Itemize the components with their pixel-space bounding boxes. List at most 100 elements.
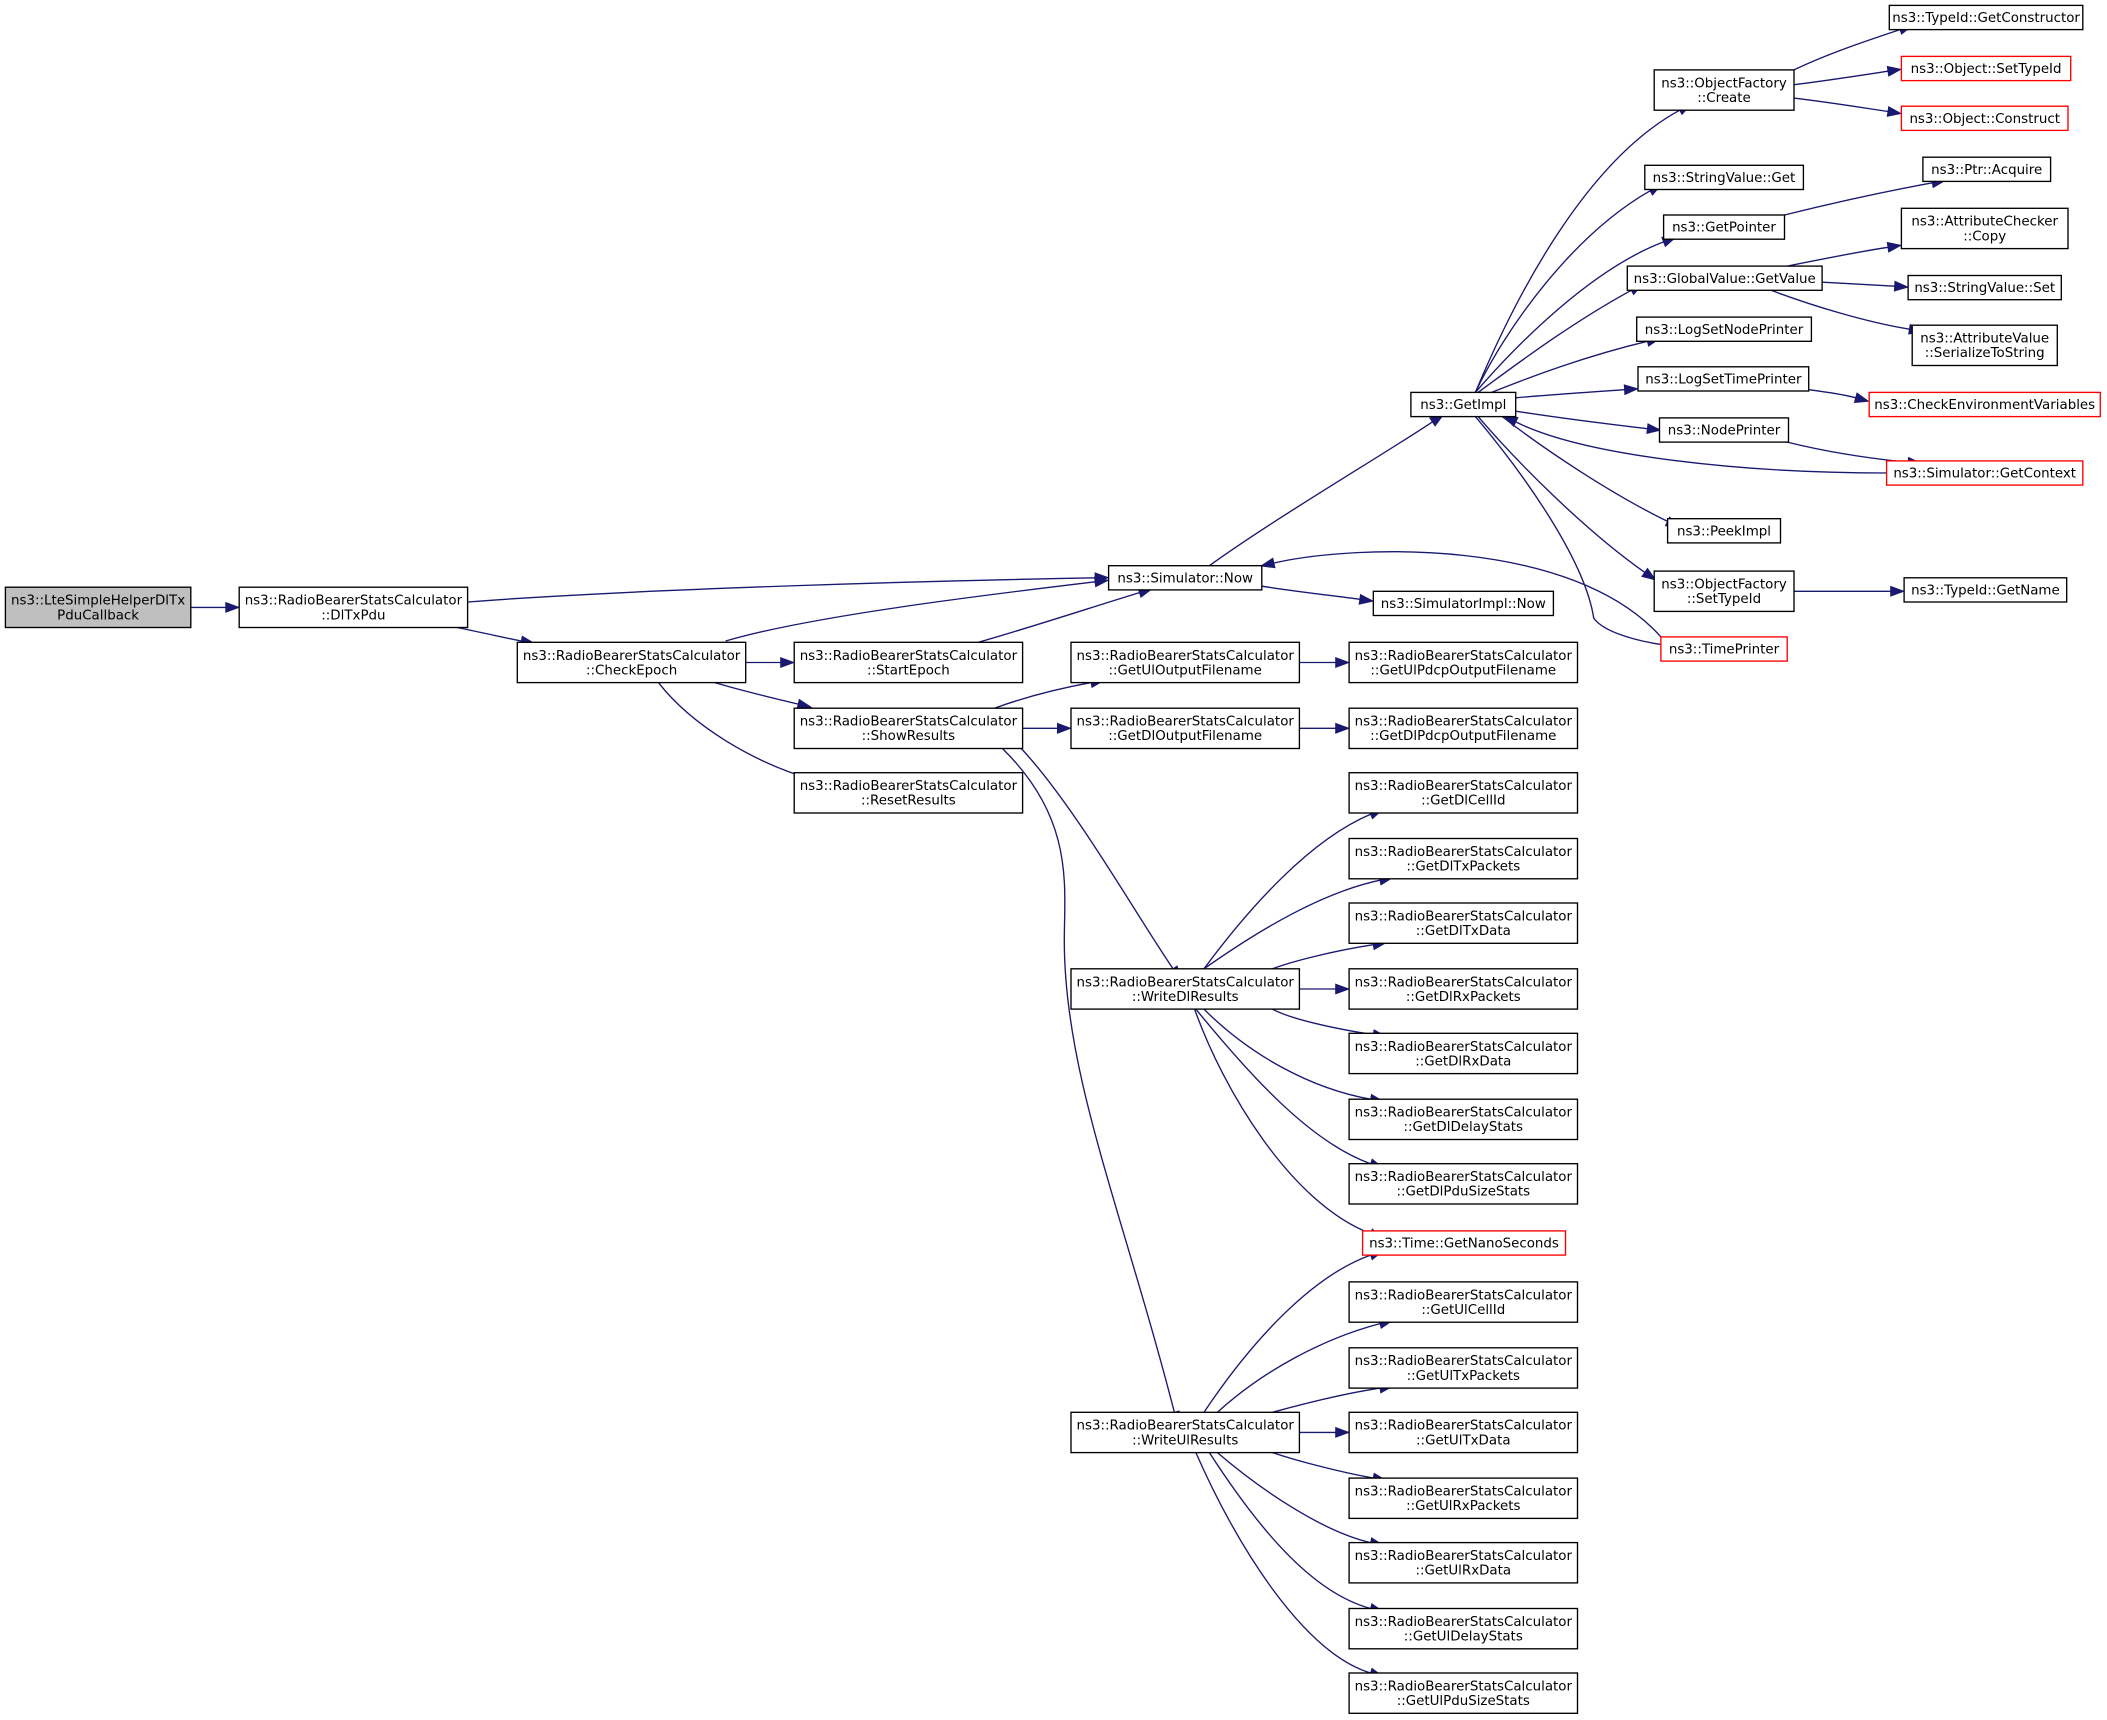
node-n35[interactable]: ns3::RadioBearerStatsCalculator::GetDlCe…	[1348, 772, 1579, 814]
node-n39[interactable]: ns3::RadioBearerStatsCalculator::GetDlRx…	[1348, 1032, 1579, 1075]
node-n8[interactable]: ns3::SimulatorImpl::Now	[1372, 590, 1555, 617]
node-label: ns3::RadioBearerStatsCalculator	[1355, 845, 1573, 860]
node-n38[interactable]: ns3::RadioBearerStatsCalculator::GetDlRx…	[1348, 968, 1579, 1010]
node-box	[1070, 641, 1301, 684]
node-n13[interactable]: ns3::LogSetNodePrinter	[1636, 316, 1813, 342]
node-n1[interactable]: ns3::RadioBearerStatsCalculator::DlTxPdu	[238, 586, 469, 629]
node-n4[interactable]: ns3::RadioBearerStatsCalculator::StartEp…	[793, 641, 1024, 684]
node-label: ::GetDlTxData	[1416, 924, 1511, 939]
node-n22[interactable]: ns3::Ptr::Acquire	[1922, 156, 2052, 183]
edge-n2-to-n3	[725, 576, 1110, 642]
node-n7[interactable]: ns3::GetImpl	[1410, 391, 1517, 418]
node-box	[1660, 636, 1788, 662]
node-label: ns3::RadioBearerStatsCalculator	[800, 715, 1018, 730]
node-n36[interactable]: ns3::RadioBearerStatsCalculator::GetDlTx…	[1348, 837, 1579, 880]
node-n2[interactable]: ns3::RadioBearerStatsCalculator::CheckEp…	[516, 641, 747, 684]
node-n42[interactable]: ns3::Time::GetNanoSeconds	[1361, 1230, 1567, 1256]
arrowhead-icon	[796, 698, 813, 710]
node-n44[interactable]: ns3::RadioBearerStatsCalculator::GetUlTx…	[1348, 1347, 1579, 1389]
edge-n31-to-n37	[1272, 939, 1388, 970]
edge-line	[1273, 551, 1662, 638]
node-label: ::GetUlOutputFilename	[1109, 663, 1262, 678]
node-label: ::GetDlTxPackets	[1406, 860, 1520, 875]
node-n49[interactable]: ns3::RadioBearerStatsCalculator::GetUlPd…	[1348, 1672, 1579, 1714]
node-box	[1348, 1281, 1579, 1323]
node-n31[interactable]: ns3::RadioBearerStatsCalculator::WriteDl…	[1070, 968, 1301, 1010]
edge-line	[1474, 190, 1651, 393]
node-n33[interactable]: ns3::RadioBearerStatsCalculator::GetUlPd…	[1348, 641, 1579, 684]
node-label: ns3::RadioBearerStatsCalculator	[1355, 715, 1573, 730]
node-n27[interactable]: ns3::Simulator::GetContext	[1885, 460, 2084, 486]
node-box	[1070, 1411, 1301, 1454]
node-label: ::ShowResults	[862, 729, 956, 744]
edge-n9-to-n19	[1793, 24, 1914, 71]
node-n6[interactable]: ns3::RadioBearerStatsCalculator::ResetRe…	[793, 772, 1024, 814]
node-box	[793, 641, 1024, 684]
node-label: ns3::RadioBearerStatsCalculator	[1355, 910, 1573, 925]
node-n26[interactable]: ns3::CheckEnvironmentVariables	[1868, 391, 2101, 418]
node-n17[interactable]: ns3::ObjectFactory::SetTypeId	[1653, 570, 1795, 613]
node-n28[interactable]: ns3::TypeId::GetName	[1903, 577, 2068, 603]
node-n25[interactable]: ns3::AttributeValue::SerializeToString	[1911, 324, 2058, 367]
node-label: ::CheckEpoch	[586, 663, 677, 678]
node-n15[interactable]: ns3::NodePrinter	[1658, 417, 1790, 443]
node-box	[1410, 391, 1517, 418]
node-label: ::GetDlRxData	[1415, 1054, 1511, 1069]
node-label: ns3::TypeId::GetConstructor	[1892, 11, 2080, 26]
edge-line	[1822, 281, 1895, 287]
node-label: ns3::LogSetNodePrinter	[1645, 323, 1804, 338]
node-label: ns3::RadioBearerStatsCalculator	[1355, 1170, 1573, 1185]
arrowhead-icon	[1094, 576, 1110, 588]
node-box	[1903, 577, 2068, 603]
edge-line	[456, 626, 522, 642]
node-box	[1348, 641, 1579, 684]
edge-line	[725, 581, 1096, 642]
node-n19[interactable]: ns3::TypeId::GetConstructor	[1888, 4, 2084, 31]
node-n11[interactable]: ns3::GetPointer	[1662, 214, 1786, 240]
edge-line	[1808, 389, 1856, 399]
node-n30[interactable]: ns3::RadioBearerStatsCalculator::GetDlOu…	[1070, 707, 1301, 750]
node-n14[interactable]: ns3::LogSetTimePrinter	[1637, 366, 1810, 392]
node-box	[516, 641, 747, 684]
arrowhead-icon	[1502, 415, 1519, 428]
node-box	[1644, 164, 1805, 191]
node-label: ns3::RadioBearerStatsCalculator	[1355, 649, 1573, 664]
node-n46[interactable]: ns3::RadioBearerStatsCalculator::GetUlRx…	[1348, 1477, 1579, 1520]
edge-line	[1272, 1387, 1381, 1413]
node-n18[interactable]: ns3::TimePrinter	[1660, 636, 1788, 662]
edge-line	[1272, 1451, 1374, 1479]
node-label: ::GetDlDelayStats	[1404, 1120, 1524, 1135]
node-n45[interactable]: ns3::RadioBearerStatsCalculator::GetUlTx…	[1348, 1411, 1579, 1454]
node-n32[interactable]: ns3::RadioBearerStatsCalculator::WriteUl…	[1070, 1411, 1301, 1454]
arrowhead-icon	[1057, 722, 1072, 734]
node-n12[interactable]: ns3::GlobalValue::GetValue	[1626, 265, 1823, 291]
node-n9[interactable]: ns3::ObjectFactory::Create	[1653, 69, 1795, 111]
edge-n31-to-n38	[1299, 983, 1351, 995]
node-n47[interactable]: ns3::RadioBearerStatsCalculator::GetUlRx…	[1348, 1541, 1579, 1584]
node-n37[interactable]: ns3::RadioBearerStatsCalculator::GetDlTx…	[1348, 902, 1579, 944]
node-box	[1348, 1672, 1579, 1714]
node-n48[interactable]: ns3::RadioBearerStatsCalculator::GetUlDe…	[1348, 1607, 1579, 1650]
node-box	[1348, 968, 1579, 1010]
edge-line	[1203, 1254, 1371, 1413]
node-n5[interactable]: ns3::RadioBearerStatsCalculator::ShowRes…	[793, 707, 1024, 750]
edge-line	[1272, 1008, 1374, 1036]
node-box	[1900, 55, 2072, 82]
node-n34[interactable]: ns3::RadioBearerStatsCalculator::GetDlPd…	[1348, 707, 1579, 750]
node-n43[interactable]: ns3::RadioBearerStatsCalculator::GetUlCe…	[1348, 1281, 1579, 1323]
node-box	[1348, 707, 1579, 750]
node-n3[interactable]: ns3::Simulator::Now	[1107, 565, 1263, 591]
node-n23[interactable]: ns3::AttributeChecker::Copy	[1900, 207, 2069, 250]
node-n40[interactable]: ns3::RadioBearerStatsCalculator::GetDlDe…	[1348, 1098, 1579, 1141]
node-label: ::GetDlPduSizeStats	[1396, 1185, 1530, 1200]
node-n29[interactable]: ns3::RadioBearerStatsCalculator::GetUlOu…	[1070, 641, 1301, 684]
node-n20[interactable]: ns3::Object::SetTypeId	[1900, 55, 2072, 82]
node-n24[interactable]: ns3::StringValue::Set	[1907, 274, 2062, 301]
node-n21[interactable]: ns3::Object::Construct	[1900, 105, 2069, 132]
node-n10[interactable]: ns3::StringValue::Get	[1644, 164, 1805, 191]
node-n41[interactable]: ns3::RadioBearerStatsCalculator::GetDlPd…	[1348, 1163, 1579, 1205]
edge-line	[1020, 748, 1174, 970]
node-label: ns3::RadioBearerStatsCalculator	[1355, 1106, 1573, 1121]
node-n16[interactable]: ns3::PeekImpl	[1666, 518, 1782, 544]
